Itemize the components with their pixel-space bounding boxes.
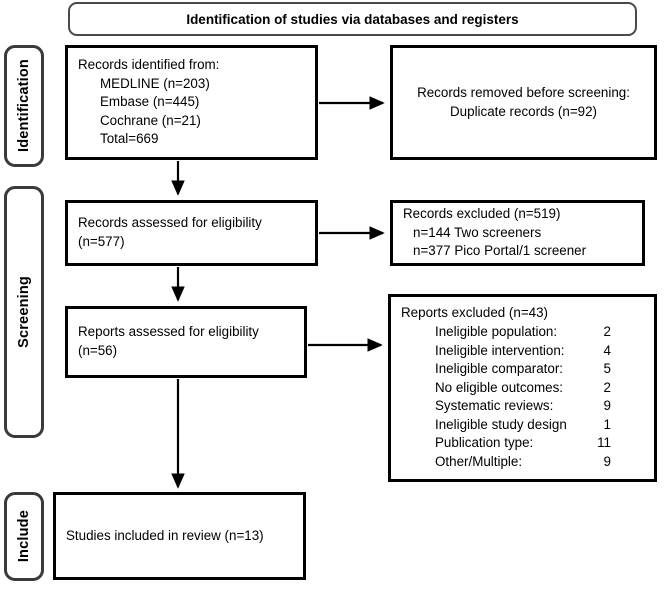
records-excluded-line-1: Records excluded (n=519)	[403, 206, 561, 222]
stage-band-identification: Identification	[4, 45, 44, 167]
studies-included-line-1: Studies included in review (n=13)	[66, 527, 264, 543]
reports-excluded-reason-row: Ineligible study design 1	[401, 416, 644, 435]
reason-label: Other/Multiple:	[435, 454, 523, 470]
reason-label: No eligible outcomes:	[435, 379, 564, 395]
records-excluded-two-screeners: n=144 Two screeners	[413, 224, 542, 240]
box-records-assessed: Records assessed for eligibility (n=577)	[65, 200, 318, 266]
records-identified-embase: Embase (n=445)	[100, 94, 200, 110]
records-identified-total: Total=669	[100, 131, 159, 147]
box-reports-excluded: Reports excluded (n=43) Ineligible popul…	[388, 294, 657, 482]
stage-label-identification: Identification	[16, 59, 32, 153]
box-reports-assessed: Reports assessed for eligibility (n=56)	[65, 306, 307, 378]
reason-label: Ineligible population:	[435, 323, 558, 339]
reason-count: 1	[603, 416, 611, 432]
records-removed-duplicates: Duplicate records (n=92)	[450, 103, 597, 119]
diagram-title: Identification of studies via databases …	[186, 11, 519, 27]
reason-count: 2	[603, 323, 611, 339]
reason-label: Publication type:	[435, 435, 534, 451]
records-assessed-count: (n=577)	[78, 234, 125, 249]
reports-excluded-reason-row: Ineligible population: 2	[401, 323, 644, 342]
records-removed-line-1: Records removed before screening:	[417, 84, 630, 100]
reason-count: 11	[597, 435, 611, 451]
reason-count: 2	[603, 379, 611, 395]
reason-count: 5	[603, 361, 611, 377]
records-identified-line-1: Records identified from:	[78, 57, 220, 73]
reports-excluded-title: Reports excluded (n=43)	[401, 305, 549, 321]
box-records-removed: Records removed before screening: Duplic…	[390, 45, 657, 160]
stage-label-screening: Screening	[16, 276, 32, 348]
reason-label: Ineligible comparator:	[435, 361, 564, 377]
reason-count: 9	[603, 398, 611, 414]
diagram-header: Identification of studies via databases …	[68, 2, 637, 36]
reports-assessed-count: (n=56)	[78, 343, 118, 358]
records-identified-cochrane: Cochrane (n=21)	[100, 112, 201, 128]
reports-excluded-reason-row: Ineligible comparator: 5	[401, 360, 644, 379]
reports-assessed-line-1: Reports assessed for eligibility	[78, 324, 259, 340]
reports-excluded-reason-row: Other/Multiple: 9	[401, 453, 644, 472]
reason-count: 9	[603, 454, 611, 470]
reason-count: 4	[603, 342, 611, 358]
reports-excluded-reason-row: Publication type: 11	[401, 434, 644, 453]
stage-band-screening: Screening	[4, 186, 44, 438]
records-identified-medline: MEDLINE (n=203)	[100, 75, 210, 91]
reports-excluded-reason-row: Ineligible intervention: 4	[401, 342, 644, 361]
reason-label: Systematic reviews:	[435, 398, 554, 414]
box-records-excluded: Records excluded (n=519) n=144 Two scree…	[390, 200, 645, 266]
stage-band-include: Include	[4, 492, 44, 581]
reports-excluded-reason-row: No eligible outcomes: 2	[401, 379, 644, 398]
box-records-identified: Records identified from: MEDLINE (n=203)…	[65, 45, 318, 160]
box-studies-included: Studies included in review (n=13)	[53, 492, 306, 580]
reports-excluded-reason-row: Systematic reviews: 9	[401, 397, 644, 416]
stage-label-include: Include	[16, 510, 32, 563]
records-assessed-line-1: Records assessed for eligibility	[78, 215, 262, 231]
records-excluded-pico-portal: n=377 Pico Portal/1 screener	[413, 243, 587, 259]
reason-label: Ineligible intervention:	[435, 342, 565, 358]
reason-label: Ineligible study design	[435, 416, 567, 432]
